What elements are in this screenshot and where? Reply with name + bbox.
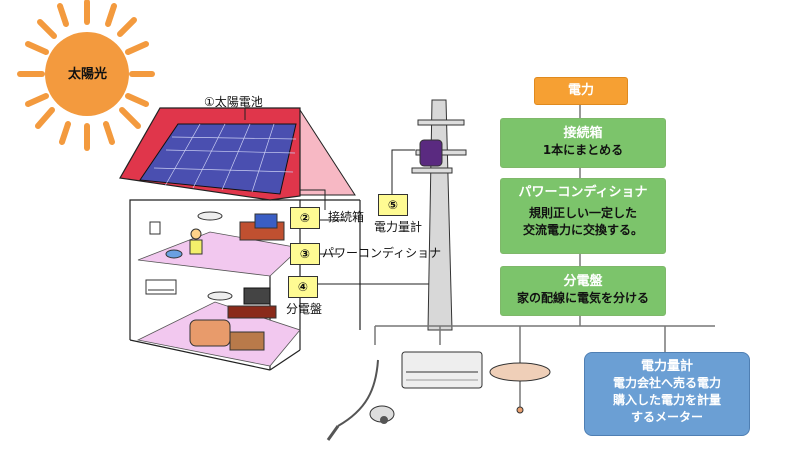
distribution-box: 分電盤 家の配線に電気を分ける xyxy=(500,266,666,316)
leader-lines xyxy=(244,108,445,285)
conditioner-box: パワーコンディショナ 規則正しい一定した 交流電力に交換する。 xyxy=(500,178,666,254)
distribution-desc: 家の配線に電気を分ける xyxy=(516,291,649,305)
ceiling-lamp-icon xyxy=(489,345,551,414)
air-conditioner-icon xyxy=(401,351,483,389)
meter-desc-1: 電力会社へ売る電力 xyxy=(612,376,721,390)
meter-title: 電力量計 xyxy=(640,359,693,374)
sofa xyxy=(189,319,265,351)
conditioner-label: パワーコンディショナ xyxy=(322,246,442,260)
sun-icon xyxy=(17,0,155,151)
conditioner-badge: ③ xyxy=(290,243,320,265)
meter-desc-3: するメーター xyxy=(630,410,703,424)
child-figure xyxy=(189,228,203,255)
appliance-shelf xyxy=(239,213,285,241)
power-box: 電力 xyxy=(534,77,628,105)
wall-socket xyxy=(149,221,161,235)
meter-desc-2: 購入した電力を計量 xyxy=(612,393,721,407)
tv-stand xyxy=(227,305,277,319)
conditioner-desc-2: 交流電力に交換する。 xyxy=(522,223,643,237)
junction-badge: ② xyxy=(290,207,320,229)
power-title: 電力 xyxy=(567,83,594,98)
meter-badge: ⑤ xyxy=(378,194,408,216)
distribution-label: 分電盤 xyxy=(286,302,323,316)
junction-label: 接続箱 xyxy=(328,210,365,224)
junction-desc: 1本にまとめる xyxy=(542,143,624,157)
wall-air-conditioner xyxy=(145,279,177,295)
sun-label: 太陽光 xyxy=(68,67,108,82)
ceiling-light xyxy=(197,211,223,221)
meter-box: 電力量計 電力会社へ売る電力 購入した電力を計量 するメーター xyxy=(584,352,750,436)
roof-side xyxy=(299,108,356,196)
distribution-badge: ④ xyxy=(288,276,318,298)
appliance-connectors xyxy=(374,105,715,352)
distribution-title: 分電盤 xyxy=(563,274,603,289)
solar-cell-label: ①太陽電池 xyxy=(204,95,263,109)
junction-title: 接続箱 xyxy=(563,126,603,141)
conditioner-title: パワーコンディショナ xyxy=(518,185,648,200)
toy xyxy=(165,249,183,259)
ceiling-light-2 xyxy=(207,291,233,301)
meter-label: 電力量計 xyxy=(374,220,423,234)
conditioner-desc-1: 規則正しい一定した xyxy=(528,206,637,220)
vacuum-icon xyxy=(326,359,395,441)
tv xyxy=(243,287,271,305)
solar-panel-icon xyxy=(139,123,297,195)
utility-pole-icon xyxy=(411,99,467,331)
junction-box: 接続箱 1本にまとめる xyxy=(500,118,666,168)
